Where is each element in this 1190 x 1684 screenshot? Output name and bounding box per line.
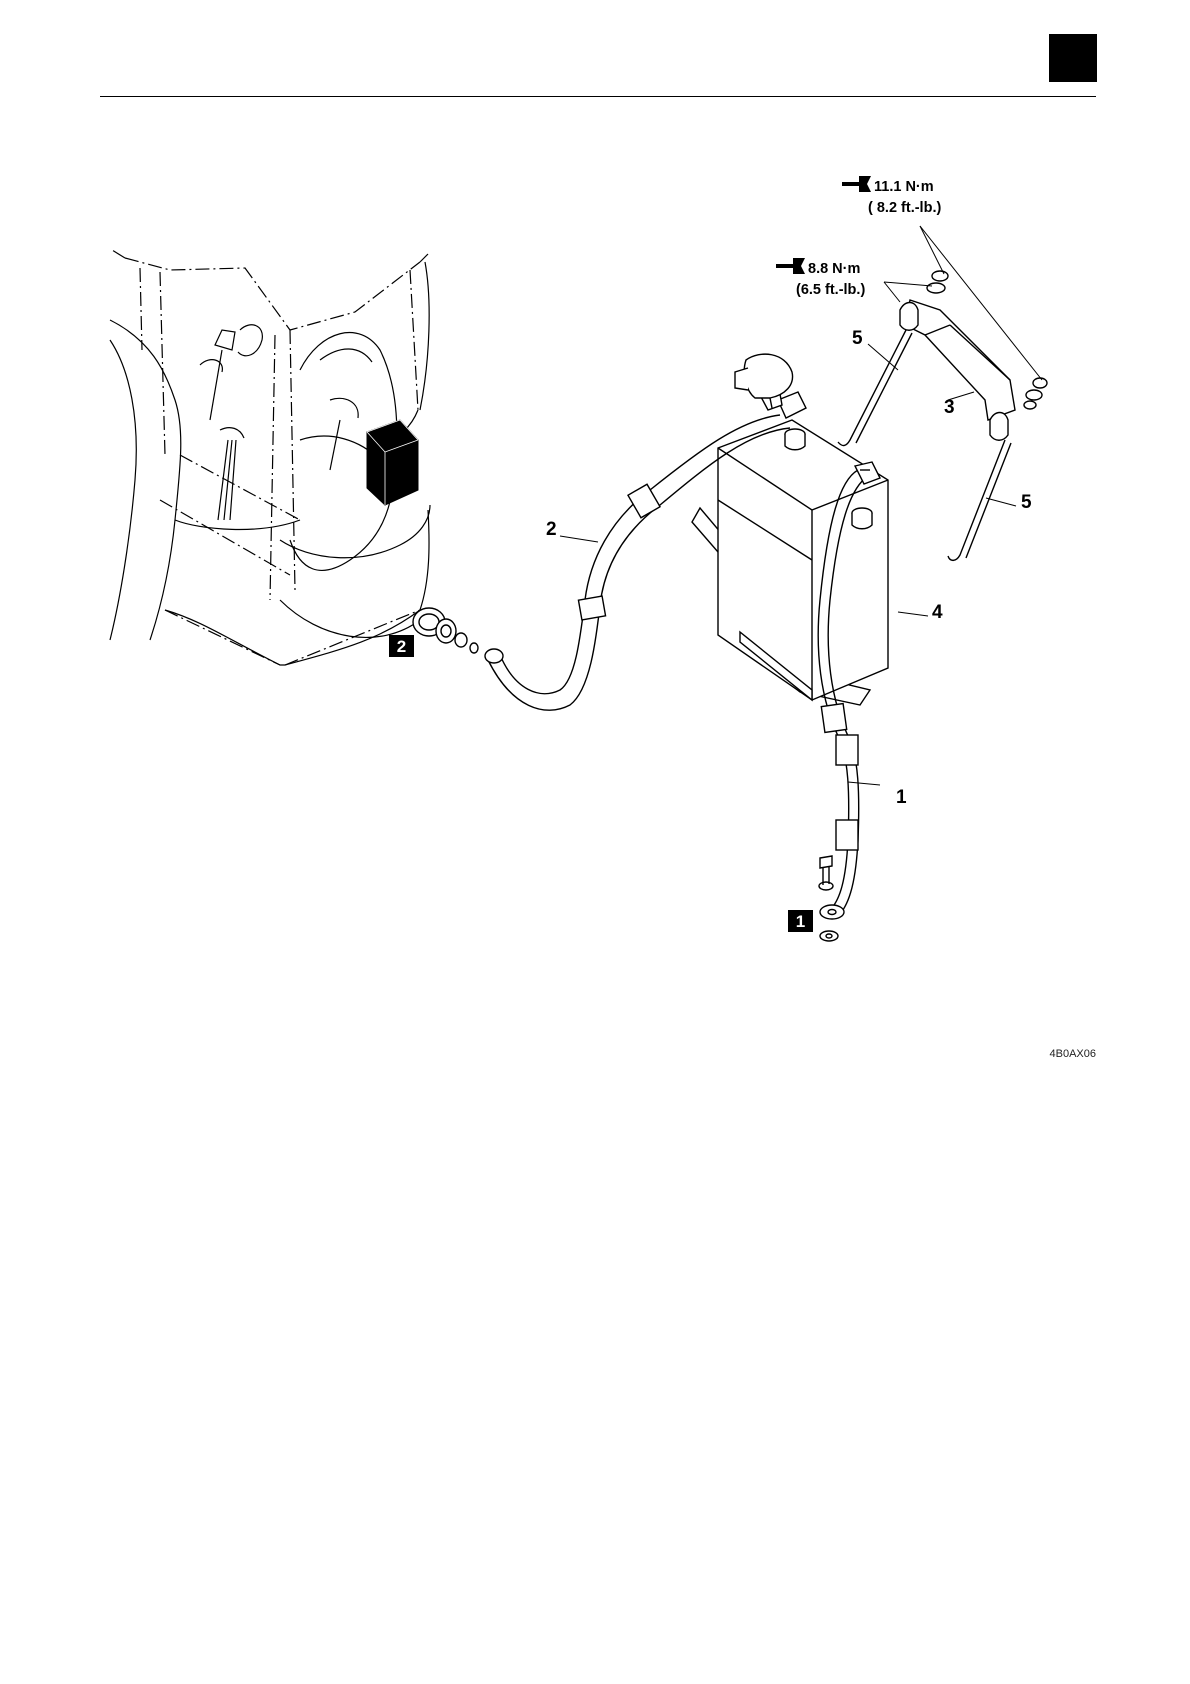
- torque-spec-lower: 8.8 N·m (6.5 ft.-lb.): [776, 258, 865, 298]
- torque-upper-metric: 11.1 N·m: [874, 179, 934, 195]
- battery: [692, 420, 888, 705]
- torque-spec-upper: 11.1 N·m ( 8.2 ft.-lb.): [842, 176, 941, 216]
- torque-wrench-icon: [842, 176, 871, 192]
- boxed-ref-1-label: 1: [796, 912, 805, 931]
- callout-3: 3: [944, 397, 955, 418]
- torque-lower-imperial: (6.5 ft.-lb.): [796, 282, 865, 298]
- boxed-ref-2-label: 2: [397, 637, 406, 656]
- callout-1: 1: [896, 787, 907, 808]
- boxed-ref-1: 1: [788, 910, 813, 932]
- torque-upper-imperial: ( 8.2 ft.-lb.): [868, 200, 941, 216]
- figure-code: 4B0AX06: [1050, 1048, 1096, 1060]
- callout-5-lower: 5: [1021, 492, 1032, 513]
- callout-2: 2: [546, 519, 557, 540]
- torque-lower-metric: 8.8 N·m: [808, 261, 860, 277]
- hold-down-bracket: [900, 271, 1047, 440]
- boxed-ref-2: 2: [389, 635, 414, 657]
- battery-location-highlight: [367, 420, 418, 505]
- callout-4: 4: [932, 602, 943, 623]
- torque-wrench-icon: [776, 258, 805, 274]
- callout-5-upper: 5: [852, 328, 863, 349]
